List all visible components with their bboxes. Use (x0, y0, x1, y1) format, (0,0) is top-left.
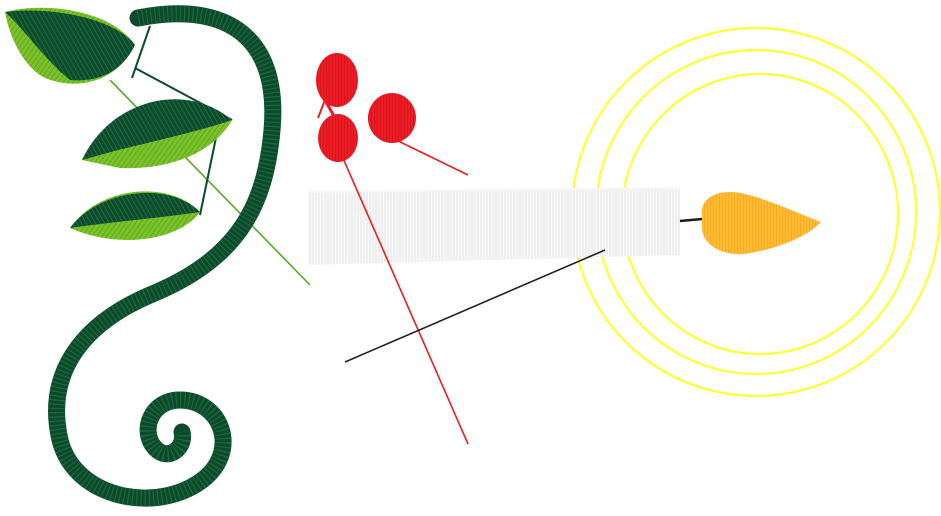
berries (316, 53, 416, 162)
berry-icon-top (316, 53, 358, 107)
thread-dark (344, 249, 606, 363)
thread-leaf-stem-b (199, 127, 219, 216)
berry-icon-right (368, 93, 416, 143)
candle-icon (307, 187, 681, 265)
thread-red-long (334, 139, 469, 445)
flame-icon (701, 192, 821, 255)
thread-red-short (391, 137, 469, 176)
vine-icon (48, 5, 282, 507)
stitch-threads (109, 25, 606, 445)
leaf-icon-top (5, 7, 135, 84)
leaf-icon-bottom (70, 191, 200, 240)
berry-icon-bottom (318, 114, 358, 162)
candle-wick (679, 217, 703, 223)
leaf-icon-middle (82, 99, 232, 169)
thread-leaf-stem-c (131, 25, 151, 79)
